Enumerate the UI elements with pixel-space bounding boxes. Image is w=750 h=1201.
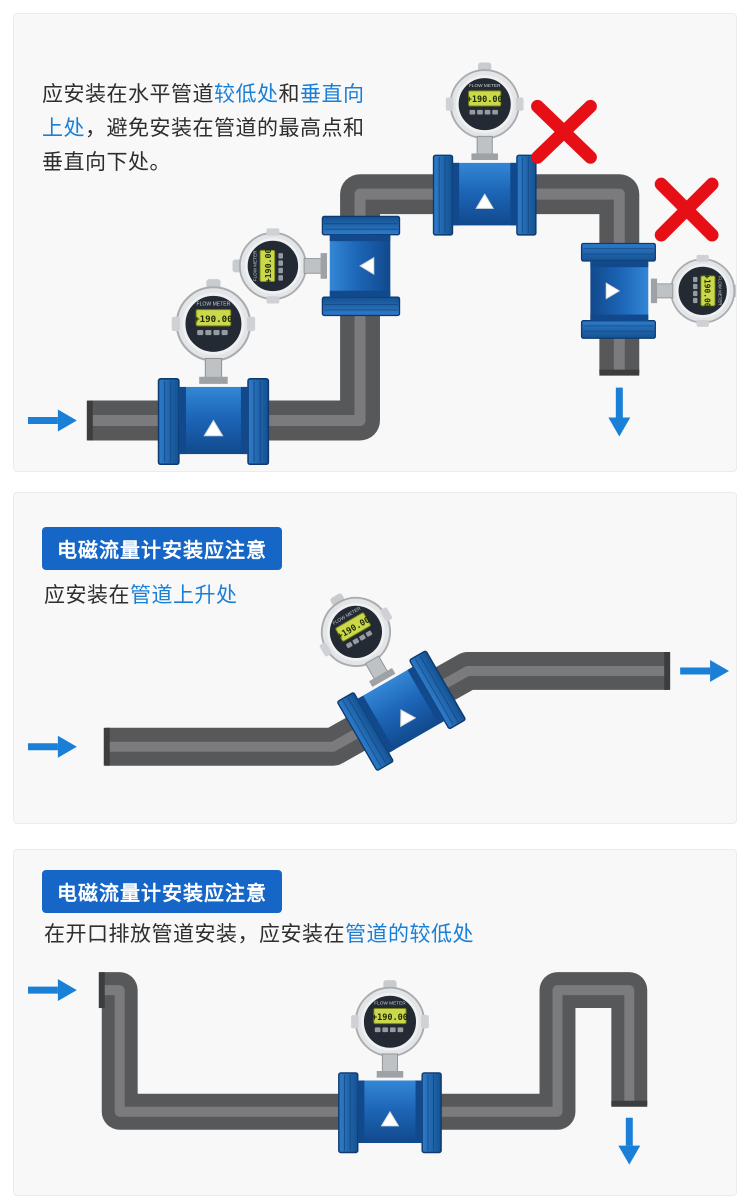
flow-arrow-in-icon bbox=[27, 735, 77, 758]
pipe-open-end bbox=[611, 1100, 648, 1107]
installation-note: 应安装在水平管道较低处和垂直向上处，避免安装在管道的最高点和垂直向下处。 bbox=[42, 78, 376, 180]
flowmeter-low-section bbox=[337, 978, 443, 1154]
section-badge: 电磁流量计安装应注意 bbox=[42, 527, 282, 570]
pipe-open-end bbox=[664, 652, 671, 690]
note-segment-highlight: 管道上升处 bbox=[130, 584, 238, 607]
pipe-diagram-3 bbox=[27, 972, 648, 1165]
pipe-highlight bbox=[100, 985, 635, 1117]
flowmeter-top-point bbox=[432, 61, 538, 237]
note-segment: 和 bbox=[278, 83, 300, 106]
prohibited-x-icon bbox=[531, 99, 597, 164]
installation-note: 在开口排放管道安装，应安装在管道的较低处 bbox=[44, 918, 474, 948]
flow-arrow-out-icon bbox=[680, 659, 730, 682]
panel-open-discharge-rule: 电磁流量计安装应注意 在开口排放管道安装，应安装在管道的较低处 bbox=[13, 849, 737, 1196]
panel-rising-pipe-rule: 电磁流量计安装应注意 应安装在管道上升处 bbox=[13, 492, 737, 824]
note-segment-highlight: 较低处 bbox=[214, 83, 279, 106]
pipe-open-end bbox=[98, 972, 105, 1009]
flow-arrow-in-icon bbox=[27, 409, 77, 432]
pipe-diagram-1 bbox=[27, 61, 736, 466]
note-segment: 应安装在 bbox=[44, 584, 130, 607]
pipe-diagram-2 bbox=[27, 568, 730, 773]
pipe-open-end bbox=[86, 400, 93, 441]
pipe-open-end bbox=[103, 727, 110, 766]
note-segment: ，避免安装在管道的最高点和垂直向下处。 bbox=[42, 117, 365, 175]
note-segment: 应安装在水平管道 bbox=[42, 83, 214, 106]
prohibited-x-icon bbox=[654, 177, 719, 242]
panel-horizontal-install-rule: 应安装在水平管道较低处和垂直向上处，避免安装在管道的最高点和垂直向下处。 bbox=[13, 13, 737, 472]
flowmeter-vertical-up bbox=[231, 215, 401, 317]
note-segment-highlight: 管道的较低处 bbox=[345, 923, 474, 946]
flowmeter-vertical-down bbox=[580, 242, 736, 340]
section-badge: 电磁流量计安装应注意 bbox=[42, 870, 282, 913]
flow-arrow-down-icon bbox=[608, 387, 631, 437]
flow-arrow-in-icon bbox=[27, 979, 77, 1002]
flow-arrow-down-icon bbox=[618, 1117, 641, 1165]
note-segment: 在开口排放管道安装，应安装在 bbox=[44, 923, 345, 946]
installation-note: 应安装在管道上升处 bbox=[44, 579, 238, 609]
flowmeter-horizontal-low bbox=[156, 277, 270, 466]
note-segment-highlight: 垂直向上处 bbox=[42, 83, 365, 141]
pipe-open-end bbox=[599, 369, 640, 376]
